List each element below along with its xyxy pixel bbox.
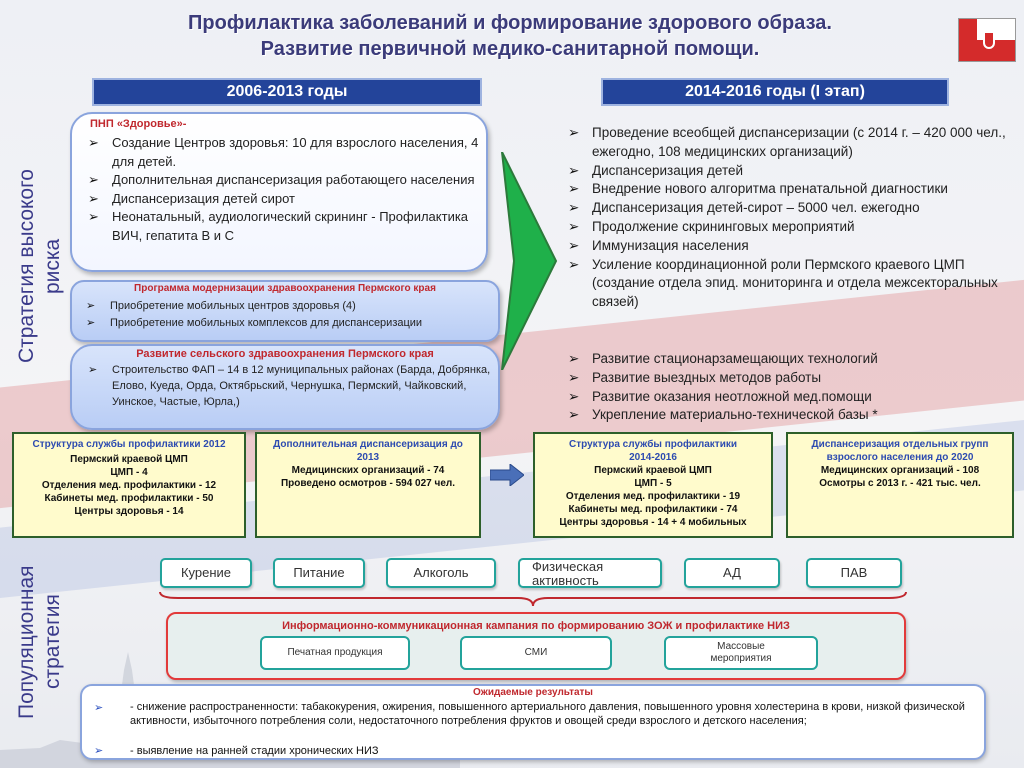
pnp-list: Создание Центров здоровья: 10 для взросл…: [86, 134, 482, 245]
list-item: Диспансеризация детей сирот: [86, 190, 482, 209]
arrow-bullet-icon: ➢: [94, 702, 104, 714]
list-item: Создание Центров здоровья: 10 для взросл…: [86, 134, 482, 171]
list-item: Развитие выездных методов работы: [566, 369, 1006, 388]
pnp-box: ПНП «Здоровье»- Создание Центров здоровь…: [70, 112, 488, 272]
topic-alcohol: Алкоголь: [386, 558, 496, 588]
list-item: Внедрение нового алгоритма пренатальной …: [566, 180, 1006, 199]
list-item: Строительство ФАП – 14 в 12 муниципальны…: [86, 362, 492, 410]
green-arrow-icon: [501, 152, 558, 370]
list-item: Приобретение мобильных центров здоровья …: [84, 298, 494, 315]
modernization-box: Программа модернизации здравоохранения П…: [70, 280, 500, 342]
list-item: Иммунизация населения: [566, 237, 1006, 256]
modernization-title: Программа модернизации здравоохранения П…: [134, 283, 436, 294]
list-item: Дополнительная диспансеризация работающе…: [86, 171, 482, 190]
right-list-group-2: Развитие стационарзамещающих технологий …: [566, 350, 1006, 425]
topic-blood-pressure: АД: [684, 558, 780, 588]
box-title: Дополнительная диспансеризация до 2013: [273, 439, 463, 463]
period-header-2006-2013: 2006-2013 годы: [92, 78, 482, 106]
campaign-events: Массовые мероприятия: [664, 636, 818, 670]
box-line: ЦМП - 5: [634, 478, 672, 489]
campaign-print: Печатная продукция: [260, 636, 410, 670]
box-line: Центры здоровья - 14: [74, 506, 184, 517]
rural-list: Строительство ФАП – 14 в 12 муниципальны…: [86, 362, 492, 410]
campaign-title: Информационно-коммуникационная кампания …: [282, 620, 790, 632]
box-line: Проведено осмотров - 594 027 чел.: [280, 478, 456, 489]
list-item: Развитие стационарзамещающих технологий: [566, 350, 1006, 369]
list-item: Развитие оказания неотложной мед.помощи: [566, 388, 1006, 407]
list-item: Продолжение скрининговых мероприятий: [566, 218, 1006, 237]
side-label-population: Популяционная стратегия: [15, 565, 64, 719]
curly-brace-icon: [159, 592, 907, 606]
expected-results-box: Ожидаемые результаты ➢ - снижение распро…: [80, 684, 986, 760]
result-item: - выявление на ранней стадии хронических…: [130, 745, 379, 757]
box-line: ЦМП - 4: [110, 467, 148, 478]
box-line: Пермский краевой ЦМП: [594, 465, 712, 476]
list-item: Укрепление материально-технической базы …: [566, 406, 1006, 425]
title-line-2: Развитие первичной медико-санитарной пом…: [260, 38, 760, 60]
arrow-bullet-icon: ➢: [94, 745, 104, 757]
modernization-list: Приобретение мобильных центров здоровья …: [84, 298, 494, 332]
prevention-structure-2012-box: Структура службы профилактики 2012 Пермс…: [12, 432, 246, 538]
box-line: Кабинеты мед. профилактики - 50: [44, 493, 214, 504]
right-list-group-1: Проведение всеобщей диспансеризации (с 2…: [566, 124, 1006, 312]
title-line-1: Профилактика заболеваний и формирование …: [188, 12, 832, 34]
rural-title: Развитие сельского здравоохранения Пермс…: [136, 348, 434, 360]
side-label-high-risk: Стратегия высокого риска: [15, 169, 64, 363]
box-line: Центры здоровья - 14 + 4 мобильных: [559, 517, 747, 528]
list-item: Усиление координационной роли Пермского …: [566, 256, 1006, 312]
period-header-2014-2016: 2014-2016 годы (I этап): [601, 78, 949, 106]
topic-physical-activity: Физическая активность: [518, 558, 662, 588]
pnp-title: ПНП «Здоровье»-: [90, 118, 187, 130]
campaign-media: СМИ: [460, 636, 612, 670]
page-title: Профилактика заболеваний и формирование …: [80, 10, 940, 62]
topic-smoking: Курение: [160, 558, 252, 588]
box-line: Отделения мед. профилактики - 12: [41, 480, 217, 491]
box-title: Структура службы профилактики 2014-2016: [568, 439, 737, 463]
box-line: Медицинских организаций - 74: [291, 465, 445, 476]
list-item: Неонатальный, аудиологический скрининг -…: [86, 208, 482, 245]
perm-flag-icon: [958, 18, 1016, 62]
box-line: Кабинеты мед. профилактики - 74: [568, 504, 738, 515]
box-line: Пермский краевой ЦМП: [70, 454, 188, 465]
box-title: Диспансеризация отдельных групп взрослог…: [811, 439, 989, 463]
box-line: Отделения мед. профилактики - 19: [565, 491, 741, 502]
rural-box: Развитие сельского здравоохранения Пермс…: [70, 344, 500, 430]
box-title: Структура службы профилактики 2012: [32, 439, 226, 450]
prevention-structure-2014-2016-box: Структура службы профилактики 2014-2016 …: [533, 432, 773, 538]
topic-nutrition: Питание: [273, 558, 365, 588]
blue-arrow-icon: [490, 464, 524, 486]
adult-screening-2020-box: Диспансеризация отдельных групп взрослог…: [786, 432, 1014, 538]
list-item: Диспансеризация детей: [566, 162, 1006, 181]
additional-screening-2013-box: Дополнительная диспансеризация до 2013 М…: [255, 432, 481, 538]
list-item: Приобретение мобильных комплексов для ди…: [84, 315, 494, 332]
result-item: - снижение распространенности: табакокур…: [130, 701, 965, 727]
topic-substances: ПАВ: [806, 558, 902, 588]
box-line: Медицинских организаций - 108: [820, 465, 980, 476]
results-title: Ожидаемые результаты: [473, 687, 593, 698]
box-line: Осмотры с 2013 г. - 421 тыс. чел.: [819, 478, 981, 489]
list-item: Проведение всеобщей диспансеризации (с 2…: [566, 124, 1006, 162]
list-item: Диспансеризация детей-сирот – 5000 чел. …: [566, 199, 1006, 218]
